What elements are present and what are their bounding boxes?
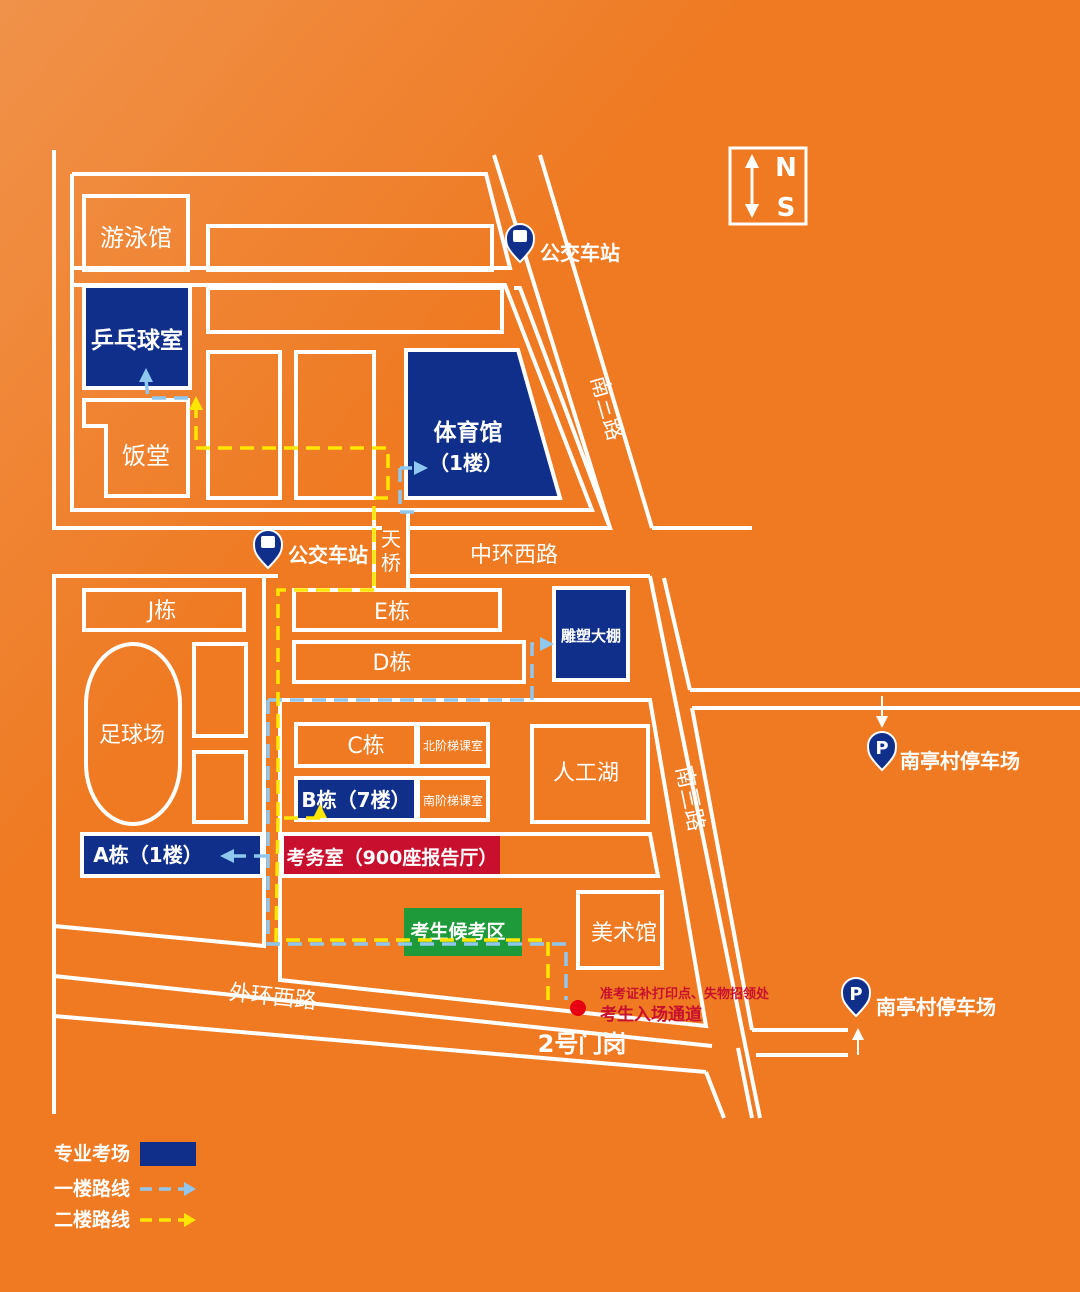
parking-icon bbox=[866, 731, 898, 772]
building-j-label: J栋 bbox=[146, 599, 177, 624]
building-a-label: A栋（1楼） bbox=[93, 843, 202, 867]
building-d-label: D栋 bbox=[373, 651, 412, 676]
gymnasium-label: 体育馆 bbox=[434, 419, 503, 446]
entrance-point[interactable]: 准考证补打印点、失物招领处 考生入场通道 bbox=[570, 986, 770, 1025]
middle-long-block bbox=[206, 286, 504, 334]
building-e bbox=[292, 588, 502, 632]
parking-letter: P bbox=[875, 738, 888, 759]
gate-2-label: 2号门岗 bbox=[538, 1030, 627, 1058]
parking-letter: P bbox=[849, 984, 862, 1005]
compass-south-label: S bbox=[777, 193, 796, 223]
exam-office-label: 考务室（900座报告厅） bbox=[287, 846, 498, 869]
building-j bbox=[82, 588, 246, 632]
field-side-block-2 bbox=[192, 750, 248, 824]
arrow-up-icon bbox=[139, 368, 153, 382]
compass: N S bbox=[728, 146, 808, 226]
swimming-pool-label: 游泳馆 bbox=[100, 224, 172, 252]
arrow-up-icon bbox=[852, 1028, 864, 1040]
artificial-lake-label: 人工湖 bbox=[553, 761, 619, 786]
bridge-label-2: 桥 bbox=[381, 551, 401, 575]
gymnasium-building bbox=[404, 348, 563, 500]
office-block-outline bbox=[280, 832, 661, 878]
arrow-right-icon bbox=[414, 461, 428, 475]
legend-exam-hall-label: 专业考场 bbox=[54, 1142, 130, 1165]
parking-icon bbox=[840, 977, 872, 1018]
route-arrowheads bbox=[139, 368, 888, 1055]
bus-stop-mid[interactable]: 公交车站 bbox=[252, 529, 368, 570]
legend-floor2-label: 二楼路线 bbox=[54, 1208, 130, 1231]
road-network bbox=[52, 150, 1080, 1119]
south-lecture-hall bbox=[416, 776, 490, 822]
arrow-up-icon bbox=[189, 396, 203, 410]
gymnasium-floor-label: （1楼） bbox=[429, 451, 503, 475]
parking-bottom[interactable]: P 南亭村停车场 bbox=[840, 977, 996, 1019]
floor2-route bbox=[194, 404, 550, 1000]
arrow-down-icon bbox=[876, 716, 888, 728]
bridge-label-1: 天 bbox=[381, 527, 401, 551]
arrow-left-icon bbox=[220, 849, 234, 863]
dorm-block-1 bbox=[206, 350, 282, 500]
art-museum-building bbox=[576, 890, 664, 970]
parking-mid-label: 南亭村停车场 bbox=[900, 749, 1020, 773]
swimming-pool-building bbox=[82, 194, 190, 272]
building-c-label: C栋 bbox=[347, 734, 384, 759]
legend-floor1-label: 一楼路线 bbox=[54, 1177, 130, 1200]
north-lecture-hall-label: 北阶梯课室 bbox=[423, 738, 483, 753]
arrow-right-icon bbox=[184, 1213, 196, 1227]
pingpong-room-label: 乒乓球室 bbox=[91, 327, 183, 354]
waiting-area bbox=[404, 908, 522, 956]
entrance-label: 考生入场通道 bbox=[599, 1004, 702, 1025]
arrow-right-icon bbox=[184, 1182, 196, 1196]
zhonghuan-west-road-label: 中环西路 bbox=[470, 543, 558, 568]
sculpture-shed-building bbox=[552, 586, 630, 682]
floor1-route bbox=[144, 379, 568, 1000]
building-d bbox=[292, 640, 526, 684]
entrance-note-label: 准考证补打印点、失物招领处 bbox=[600, 986, 770, 1002]
entrance-dot-icon bbox=[570, 1000, 586, 1016]
sculpture-shed-label: 雕塑大棚 bbox=[561, 627, 621, 645]
upper-long-block bbox=[206, 224, 494, 272]
arrow-right-icon bbox=[540, 637, 554, 651]
canteen-building bbox=[82, 398, 190, 498]
legend: 专业考场 一楼路线 二楼路线 bbox=[54, 1142, 196, 1231]
pingpong-room-building bbox=[82, 284, 192, 390]
field-side-block-1 bbox=[192, 642, 248, 738]
football-field-label: 足球场 bbox=[99, 723, 165, 748]
waiting-area-label: 考生候考区 bbox=[410, 920, 505, 943]
bus-stop-top[interactable]: 公交车站 bbox=[504, 223, 620, 265]
parking-mid[interactable]: P 南亭村停车场 bbox=[866, 731, 1020, 773]
canteen-label: 饭堂 bbox=[122, 442, 170, 470]
arrow-up-icon bbox=[313, 804, 327, 818]
dorm-block-2 bbox=[294, 350, 376, 500]
artificial-lake bbox=[530, 724, 650, 824]
building-e-label: E栋 bbox=[374, 600, 410, 625]
building-b-label: B栋（7楼） bbox=[301, 788, 410, 812]
football-field bbox=[84, 642, 182, 826]
exam-office-building bbox=[284, 836, 500, 874]
south-lecture-hall-label: 南阶梯课室 bbox=[423, 793, 483, 808]
bus-stop-top-label: 公交车站 bbox=[540, 241, 620, 265]
bus-stop-mid-label: 公交车站 bbox=[288, 543, 368, 567]
north-lecture-hall bbox=[416, 722, 490, 768]
art-museum-label: 美术馆 bbox=[591, 921, 657, 946]
north-south-arrow-icon bbox=[745, 154, 759, 218]
legend-exam-hall-swatch bbox=[140, 1142, 196, 1166]
parking-bottom-label: 南亭村停车场 bbox=[876, 995, 996, 1019]
compass-north-label: N bbox=[775, 153, 797, 183]
